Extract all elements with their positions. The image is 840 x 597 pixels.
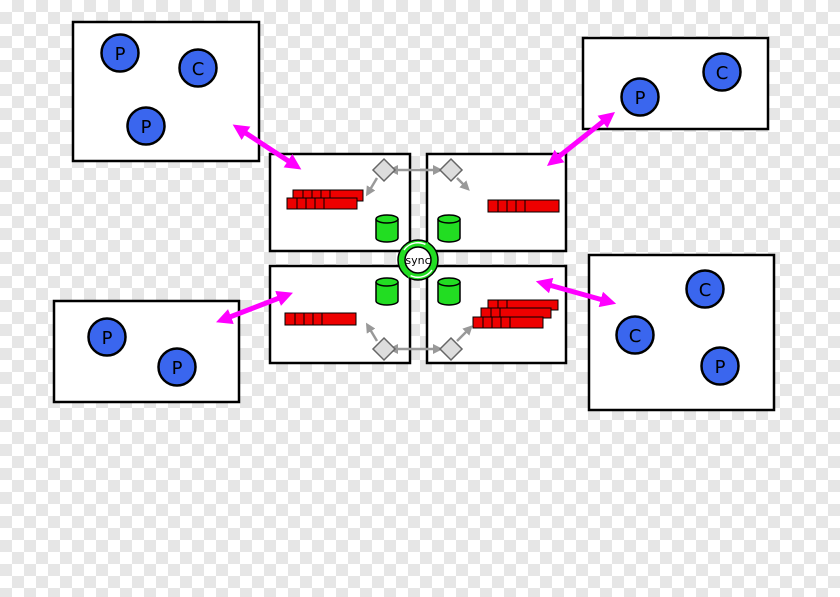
client-top-right: C P <box>581 36 770 131</box>
producer-node: P <box>157 347 197 387</box>
producer-node: P <box>620 77 660 117</box>
link-top-left <box>232 124 302 170</box>
producer-node: P <box>126 106 166 146</box>
svg-text:P: P <box>102 328 113 349</box>
link-bottom-left <box>216 290 293 325</box>
database-cylinder-icon <box>437 277 461 306</box>
client-top-left: P C P <box>71 20 261 163</box>
link-bottom-right <box>535 277 617 308</box>
svg-text:P: P <box>172 358 183 379</box>
sync-label: sync <box>405 254 430 267</box>
diamond-router-icon <box>371 336 397 362</box>
producer-node: P <box>87 317 127 357</box>
flow-arrows <box>365 165 473 354</box>
message-queue-icon <box>286 189 364 210</box>
client-bottom-right: C C P <box>587 253 776 412</box>
producer-node: P <box>700 346 740 386</box>
sync-cycle-icon: sync <box>397 239 439 281</box>
svg-text:C: C <box>699 280 712 301</box>
svg-text:P: P <box>115 44 126 65</box>
svg-text:P: P <box>715 357 726 378</box>
client-broker-links <box>216 112 617 325</box>
diamond-router-icon <box>371 157 397 183</box>
database-cylinder-icon <box>375 214 399 243</box>
producer-node: P <box>100 33 140 73</box>
svg-text:C: C <box>629 326 642 347</box>
link-top-right <box>546 112 616 166</box>
svg-text:C: C <box>716 63 729 84</box>
consumer-node: C <box>685 269 725 309</box>
svg-text:C: C <box>192 59 205 80</box>
message-queue-icon <box>284 312 357 326</box>
consumer-node: C <box>178 48 218 88</box>
svg-text:P: P <box>141 117 152 138</box>
consumer-node: C <box>615 315 655 355</box>
diamond-router-icon <box>438 336 464 362</box>
database-cylinder-icon <box>375 277 399 306</box>
diamond-router-icon <box>438 157 464 183</box>
message-queue-icon <box>487 199 560 213</box>
client-bottom-left: P P <box>52 299 241 404</box>
svg-text:P: P <box>635 88 646 109</box>
consumer-node: C <box>702 52 742 92</box>
database-cylinder-icon <box>437 214 461 243</box>
message-queue-icon <box>472 299 559 329</box>
